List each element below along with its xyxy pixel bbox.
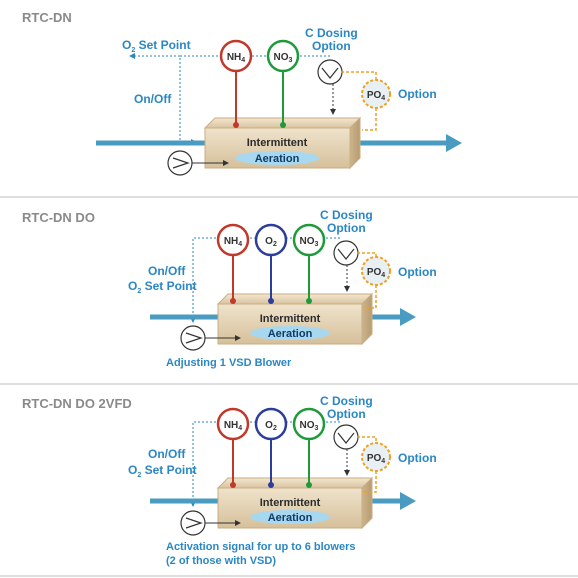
panel-rtc-dn: RTC-DN O2 Set Point On/Off Intermittent … bbox=[22, 10, 462, 176]
nh4-sensor-label: NH4 bbox=[224, 236, 242, 248]
o2-setpoint-label: O2 Set Point bbox=[128, 463, 197, 479]
nh4-sensor-icon bbox=[216, 223, 250, 257]
po4-sensor-label: PO4 bbox=[367, 453, 385, 465]
dosing-pump-icon bbox=[333, 240, 359, 266]
outflow-arrowhead bbox=[400, 492, 416, 510]
c-dosing-option-label: Option bbox=[312, 39, 351, 53]
nh4-sensor-label: NH4 bbox=[227, 52, 245, 64]
aeration-zone bbox=[250, 326, 330, 340]
po4-option-label: Option bbox=[398, 87, 437, 101]
dosing-pump-icon bbox=[317, 59, 343, 85]
no3-sensor-label: NO3 bbox=[274, 52, 293, 64]
po4-sensor-label: PO4 bbox=[367, 267, 385, 279]
on-off-label: On/Off bbox=[134, 92, 172, 106]
c-dosing-option-label: Option bbox=[327, 221, 366, 235]
c-dosing-label: C Dosing bbox=[320, 394, 373, 408]
tank-label: Intermittent bbox=[260, 497, 321, 509]
nh4-sensor-label: NH4 bbox=[224, 420, 242, 432]
o2-sensor-icon bbox=[254, 407, 288, 441]
aeration-label: Aeration bbox=[268, 512, 313, 524]
o2-setpoint-label: O2 Set Point bbox=[122, 38, 191, 54]
panel-title: RTC-DN bbox=[22, 10, 72, 25]
o2-sensor-label: O2 bbox=[265, 236, 277, 248]
o2-sensor-label: O2 bbox=[265, 420, 277, 432]
c-dosing-label: C Dosing bbox=[305, 26, 358, 40]
aeration-zone bbox=[250, 510, 330, 524]
outflow-arrowhead bbox=[400, 308, 416, 326]
outflow-arrowhead bbox=[446, 134, 462, 152]
aeration-label: Aeration bbox=[255, 153, 300, 165]
panel-title: RTC-DN DO 2VFD bbox=[22, 396, 132, 411]
control-signal-line bbox=[190, 237, 340, 323]
blower-caption-line2: (2 of those with VSD) bbox=[166, 555, 276, 567]
no3-sensor-icon bbox=[292, 407, 326, 441]
c-dosing-option-label: Option bbox=[327, 407, 366, 421]
on-off-label: On/Off bbox=[148, 447, 186, 461]
blower-caption-line1: Activation signal for up to 6 blowers bbox=[166, 541, 355, 553]
nh4-sensor-icon bbox=[216, 407, 250, 441]
panel-rtc-dn-do-2vfd: RTC-DN DO 2VFD On/Off O2 Set Point Inter… bbox=[22, 394, 437, 567]
o2-setpoint-label: O2 Set Point bbox=[128, 279, 197, 295]
no3-sensor-label: NO3 bbox=[300, 420, 319, 432]
blower-caption: Adjusting 1 VSD Blower bbox=[166, 357, 292, 369]
po4-option-label: Option bbox=[398, 265, 437, 279]
po4-option-label: Option bbox=[398, 451, 437, 465]
aeration-tank: Intermittent Aeration bbox=[216, 292, 374, 346]
o2-sensor-icon bbox=[254, 223, 288, 257]
aeration-zone bbox=[235, 151, 319, 165]
tank-label: Intermittent bbox=[247, 137, 308, 149]
c-dosing-label: C Dosing bbox=[320, 208, 373, 222]
nh4-sensor-icon bbox=[219, 39, 253, 73]
panel-rtc-dn-do: RTC-DN DO On/Off O2 Set Point Intermitte… bbox=[22, 208, 437, 369]
control-signal-line bbox=[190, 421, 340, 507]
no3-sensor-icon bbox=[266, 39, 300, 73]
dosing-pump-icon bbox=[333, 424, 359, 450]
tank-label: Intermittent bbox=[260, 313, 321, 325]
aeration-tank: Intermittent Aeration bbox=[216, 476, 374, 530]
po4-sensor-label: PO4 bbox=[367, 90, 385, 102]
aeration-tank: Intermittent Aeration bbox=[203, 116, 362, 170]
aeration-label: Aeration bbox=[268, 328, 313, 340]
no3-sensor-icon bbox=[292, 223, 326, 257]
panel-title: RTC-DN DO bbox=[22, 210, 95, 225]
no3-sensor-label: NO3 bbox=[300, 236, 319, 248]
on-off-label: On/Off bbox=[148, 264, 186, 278]
